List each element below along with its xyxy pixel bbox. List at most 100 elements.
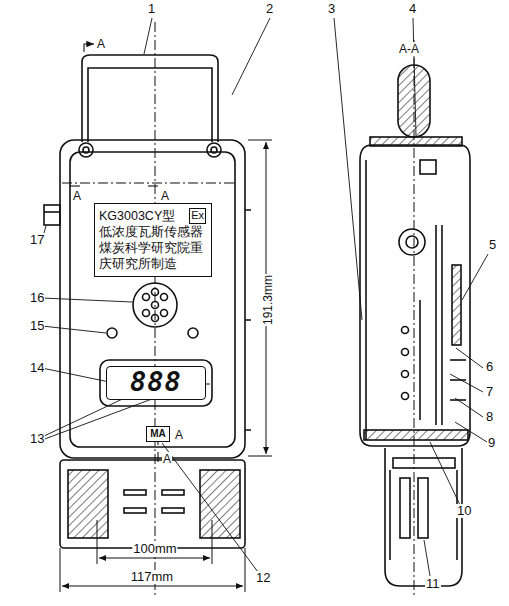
section-mark: A [162, 452, 172, 466]
drawing-rect [200, 470, 240, 538]
callout-number: 5 [488, 238, 497, 252]
drawing-line [62, 586, 243, 587]
section-mark: A [174, 428, 184, 442]
drawing-line [42, 396, 160, 440]
drawing-rect [68, 470, 108, 538]
section-mark: A [72, 189, 82, 203]
drawing-line [212, 520, 213, 564]
drawing-line [42, 298, 132, 302]
drawing-circle [188, 328, 198, 338]
drawing-circle [207, 143, 221, 157]
drawing-line [430, 442, 460, 505]
drawing-circle [406, 236, 418, 248]
drawing-path [88, 68, 212, 142]
callout-number: 14 [29, 361, 45, 375]
drawing-line [450, 359, 466, 361]
callout-number: 7 [485, 385, 494, 399]
drawing-line [455, 398, 483, 417]
callout-number: 10 [456, 504, 472, 518]
node-text: Ex [191, 209, 204, 222]
drawing-line [450, 374, 483, 392]
drawing-line [450, 379, 466, 381]
side-section-view [360, 65, 470, 586]
drawing-line [60, 548, 61, 592]
drawing-line [462, 254, 488, 300]
drawing-line [419, 300, 421, 420]
drawing-line [44, 211, 60, 213]
drawing-circle [79, 143, 93, 157]
drawing-line [99, 558, 210, 559]
drawing-circle [402, 393, 409, 400]
drawing-circle [161, 294, 168, 301]
drawing-line [144, 18, 152, 54]
node-text: MA [148, 428, 168, 440]
drawing-rect [60, 140, 245, 458]
callout-number: 1 [147, 2, 156, 16]
drawing-line [62, 183, 235, 184]
callout-number: 15 [29, 319, 45, 333]
drawing-line [232, 18, 270, 95]
drawing-line [334, 18, 362, 320]
drawing-rect [400, 478, 410, 538]
drawing-circle [107, 328, 117, 338]
drawing-line [424, 540, 430, 576]
dimension-text: 100mm [132, 542, 177, 556]
drawing-line [389, 470, 391, 560]
drawing-rect [452, 265, 461, 345]
drawing-line [248, 140, 272, 141]
drawing-circle [161, 310, 168, 317]
drawing-path [360, 145, 470, 446]
drawing-circle [143, 310, 150, 317]
drawing-rect [124, 508, 146, 513]
drawing-path [245, 210, 251, 430]
drawing-rect [60, 460, 245, 548]
drawing-path [365, 160, 367, 440]
callout-number: 9 [487, 436, 496, 450]
callout-number: 13 [29, 432, 45, 446]
drawing-path [70, 185, 80, 186]
drawing-circle [402, 371, 409, 378]
nameplate-box: KG3003CY型 低浓度瓦斯传感器 煤炭科学研究院重 庆研究所制造Ex [94, 203, 212, 277]
drawing-line [248, 456, 272, 457]
section-mark: A [96, 37, 106, 51]
drawing-circle [143, 294, 150, 301]
callout-number: 3 [327, 2, 336, 16]
drawing-rect [393, 458, 455, 468]
leader-lines [42, 18, 488, 576]
digital-display: 888 [106, 366, 206, 400]
drawing-rect [162, 508, 184, 513]
dimension-lines [60, 140, 272, 592]
drawing-rect [162, 490, 184, 495]
drawing-line [42, 368, 114, 383]
drawing-path [157, 452, 158, 462]
display-digits: 888 [107, 367, 205, 397]
drawing-line [42, 326, 106, 333]
dimension-text: 191.3mm [261, 274, 275, 326]
section-mark: A-A [398, 42, 420, 56]
unit-box: MA [146, 426, 170, 442]
drawing-line [97, 520, 98, 564]
drawing-line [456, 348, 483, 368]
drawing-rect [364, 430, 468, 440]
dimension-text: 117mm [130, 570, 174, 584]
drawing-line [455, 422, 487, 442]
drawing-rect [44, 205, 60, 225]
callout-number: 8 [485, 410, 494, 424]
drawing-line [435, 225, 437, 425]
front-view [44, 55, 251, 548]
drawing-circle [402, 327, 409, 334]
callout-number: 6 [485, 360, 494, 374]
section-mark: A [160, 189, 170, 203]
drawing-rect [420, 160, 436, 174]
drawing-rect [70, 152, 235, 447]
drawing-path [82, 55, 218, 142]
callout-number: 17 [29, 233, 45, 247]
drawing-line [413, 18, 416, 136]
callout-number: 11 [425, 577, 441, 591]
drawing-path [385, 448, 462, 586]
drawing-circle [402, 349, 409, 356]
drawing-rect [418, 478, 428, 538]
drawing-path [148, 185, 158, 186]
callout-number: 2 [265, 2, 274, 16]
